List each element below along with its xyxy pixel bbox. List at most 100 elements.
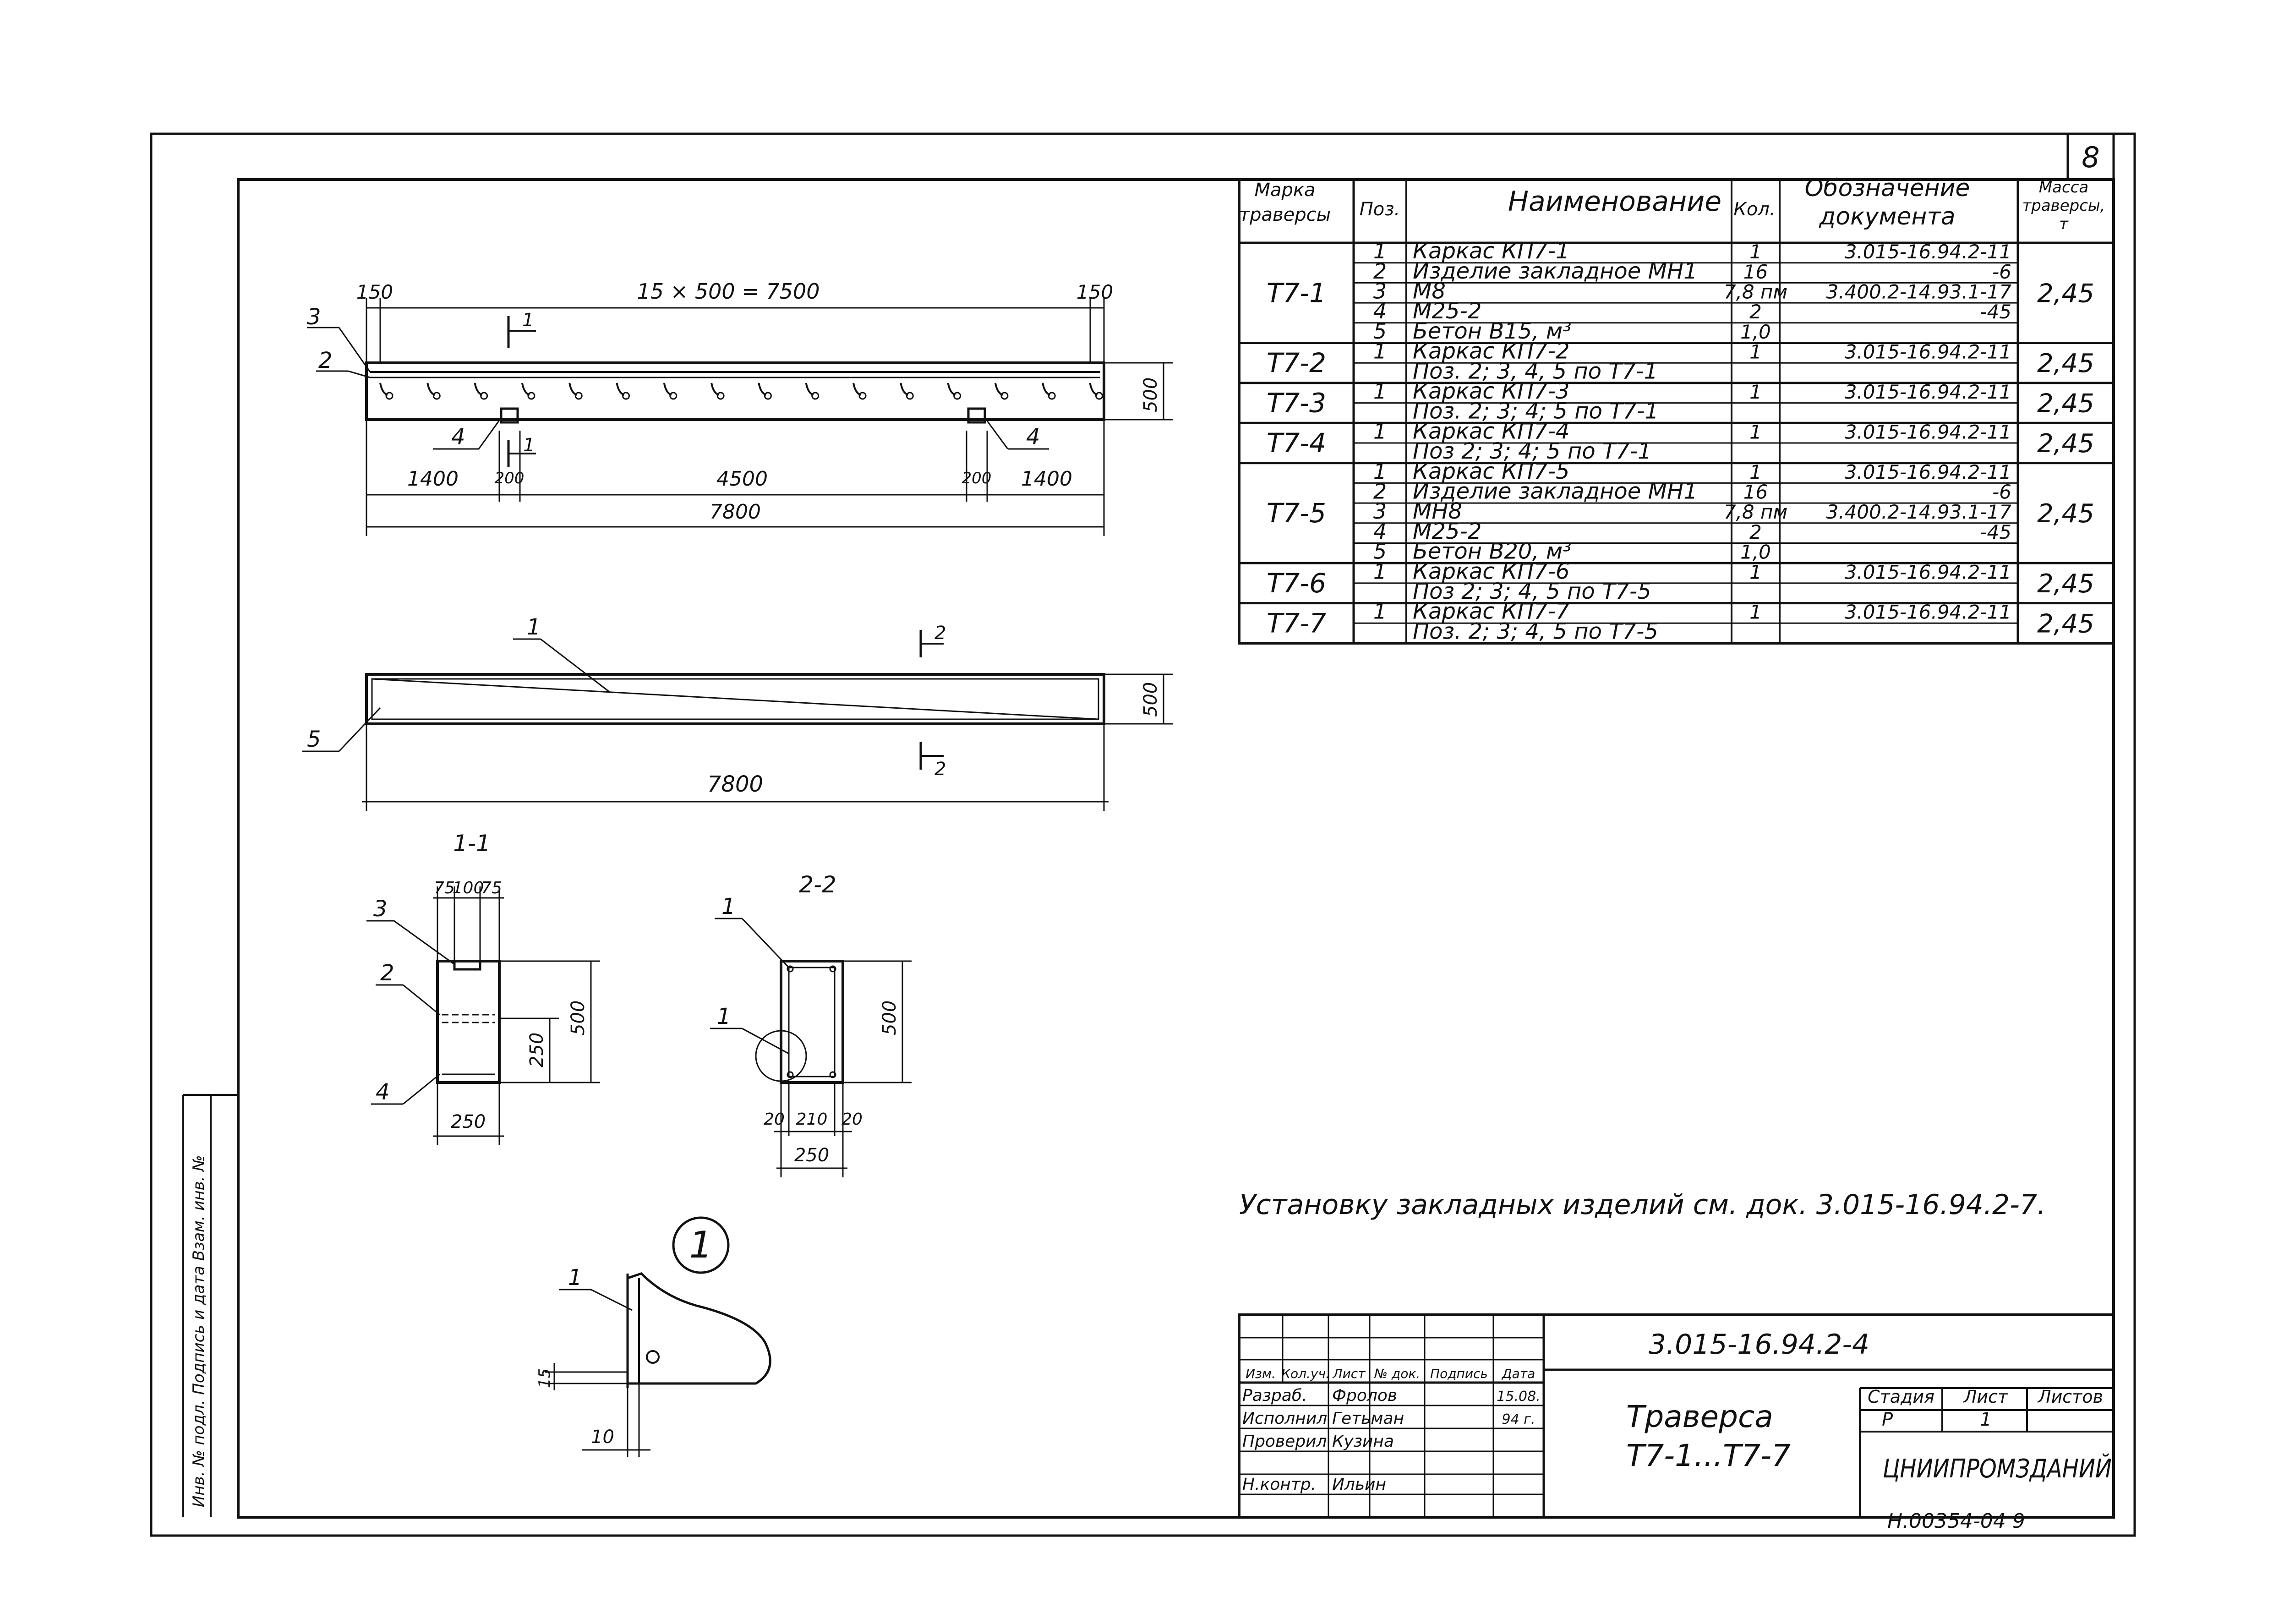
- spec-cell-pos: 5: [1373, 319, 1387, 344]
- title-block-frame: [1238, 1313, 2115, 1519]
- title-line-1: Траверса: [1626, 1399, 1773, 1434]
- anchor-hook-eye: [574, 392, 583, 400]
- spec-cell-pos: 1: [1373, 239, 1387, 263]
- sheet-header: Лист: [1963, 1387, 2009, 1407]
- spec-cell-name: Каркас КП7-6: [1413, 558, 1570, 584]
- spec-cell-qty: 7,8 пм: [1724, 501, 1787, 523]
- header-doc-l2: документа: [1819, 203, 1955, 230]
- section-2-rebar: [787, 1071, 794, 1078]
- spec-cell-name: Каркас КП7-3: [1413, 378, 1570, 404]
- spec-cell-qty: 2: [1749, 521, 1762, 543]
- spec-group-mass: 2,45: [2037, 389, 2094, 419]
- anchor-hook-eye: [716, 392, 725, 400]
- anchor-hook: [379, 383, 388, 396]
- tb-name: Фролов: [1332, 1386, 1397, 1405]
- spec-cell-doc: -6: [1992, 481, 2011, 503]
- anchor-hook: [947, 383, 956, 396]
- anchor-hook: [758, 383, 767, 396]
- section-1-1: 1-1 75 100 75 500 250 250 3 2: [366, 830, 600, 1145]
- spec-cell-name: Поз 2; 3; 4; 5 по Т7-1: [1413, 438, 1652, 464]
- tb-col-header: Изм.: [1246, 1366, 1276, 1381]
- anchor-hook: [521, 383, 530, 396]
- section-2-dim-bottom-1: 20: [764, 1110, 785, 1129]
- dim-top-chain: 15 × 500 = 7500: [637, 279, 820, 304]
- lifting-loop-left: [500, 407, 519, 424]
- spec-cell-qty: 16: [1743, 481, 1768, 503]
- section-2-dim-height: 500: [879, 1001, 900, 1035]
- bottom-stamp: Н.00354-04 9: [1887, 1509, 2025, 1533]
- beam-elevation-outline: [365, 361, 1105, 421]
- sheet-number: 8: [2082, 141, 2099, 174]
- spec-cell-name: Поз. 2; 3; 4, 5 по Т7-5: [1413, 618, 1658, 644]
- spec-cell-qty: 1: [1749, 461, 1762, 483]
- dim-bottom-4: 200: [962, 469, 992, 487]
- spec-cell-pos: 3: [1373, 499, 1387, 524]
- dim-height: 500: [1140, 377, 1161, 412]
- side-stamp: Инв. № подл. Подпись и дата Взам. инв. №: [190, 1155, 208, 1507]
- anchor-hook-eye: [1048, 392, 1056, 400]
- spec-cell-qty: 1: [1749, 601, 1762, 623]
- spec-cell-doc: -45: [1980, 521, 2011, 543]
- spec-cell-doc: 3.015-16.94.2-11: [1845, 561, 2011, 583]
- spec-cell-doc: 3.400.2-14.93.1-17: [1826, 280, 2012, 303]
- node-title-circle: [672, 1216, 730, 1274]
- spec-cell-name: Поз 2; 3; 4, 5 по Т7-5: [1413, 579, 1651, 604]
- spec-cell-pos: 1: [1373, 379, 1387, 404]
- spec-cell-qty: 1,0: [1740, 541, 1771, 563]
- header-mark-l1: Марка: [1254, 180, 1315, 201]
- spec-cell-pos: 3: [1373, 279, 1387, 303]
- pos-label-2: 2: [318, 348, 333, 373]
- tb-role: Проверил: [1242, 1432, 1327, 1451]
- spec-cell-pos: 4: [1373, 299, 1387, 323]
- spec-cell-name: Каркас КП7-2: [1413, 339, 1570, 364]
- tb-role: Разраб.: [1242, 1386, 1307, 1405]
- tb-name: Кузина: [1332, 1432, 1394, 1451]
- header-qty: Кол.: [1733, 199, 1775, 220]
- anchor-hook: [805, 383, 814, 396]
- anchor-hook: [994, 383, 1003, 396]
- tb-col-header: № док.: [1373, 1366, 1420, 1381]
- anchor-hook: [1042, 383, 1050, 396]
- lifting-loop-right: [967, 407, 986, 424]
- header-mass-l3: т: [2059, 215, 2069, 233]
- spec-cell-name: Изделие закладное МН1: [1413, 478, 1698, 504]
- spec-cell-pos: 1: [1373, 599, 1387, 624]
- pos-label-3: 3: [307, 304, 321, 330]
- plan-pos-label-5: 5: [307, 727, 321, 752]
- spec-cell-qty: 7,8 пм: [1724, 280, 1787, 303]
- spec-cell-qty: 2: [1749, 301, 1762, 323]
- spec-cell-qty: 1,0: [1740, 321, 1771, 343]
- dim-left-end: 150: [356, 281, 393, 303]
- spec-cell-pos: 5: [1373, 539, 1387, 564]
- node-callout-circle: [755, 1030, 807, 1082]
- title-line-2: Т7-1...Т7-7: [1626, 1438, 1791, 1473]
- section-2-dim-width: 250: [794, 1145, 829, 1166]
- section-1-title: 1-1: [453, 830, 491, 857]
- spec-group-mark: Т7-5: [1267, 498, 1326, 529]
- section-cut-mark-top: 1: [522, 310, 534, 331]
- organization: ЦНИИПРОМЗДАНИЙ: [1883, 1454, 2112, 1484]
- spec-cell-qty: 1: [1749, 241, 1762, 263]
- spec-cell-doc: -45: [1980, 301, 2011, 323]
- node-title: 1: [689, 1224, 713, 1266]
- anchor-hook: [474, 383, 483, 396]
- spec-cell-pos: 2: [1373, 259, 1387, 284]
- spec-cell-doc: 3.400.2-14.93.1-17: [1826, 501, 2012, 523]
- spec-group-mark: Т7-7: [1267, 607, 1326, 639]
- section-1-pos-3: 3: [373, 896, 388, 922]
- spec-cell-pos: 2: [1373, 479, 1387, 503]
- anchor-hook: [568, 383, 577, 396]
- section-2-rebar: [829, 965, 836, 973]
- pos-label-4-right: 4: [1026, 424, 1040, 450]
- spec-cell-name: Поз. 2; 3, 4, 5 по Т7-1: [1413, 358, 1658, 384]
- anchor-hook-eye: [1095, 392, 1103, 400]
- anchor-hook: [852, 383, 861, 396]
- spec-group-mark: Т7-1: [1267, 277, 1326, 308]
- section-2-rebar: [787, 965, 794, 973]
- spec-cell-pos: 4: [1373, 519, 1387, 544]
- spec-cell-doc: 3.015-16.94.2-11: [1845, 461, 2011, 483]
- spec-group-mass: 2,45: [2037, 349, 2094, 378]
- spec-cell-name: М25-2: [1413, 519, 1481, 544]
